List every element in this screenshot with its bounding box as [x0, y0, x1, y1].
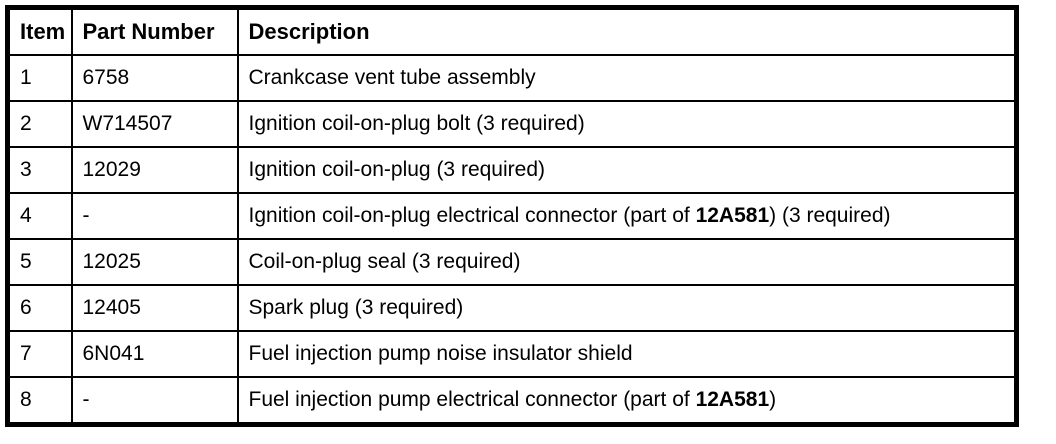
cell-part-number: -	[70, 192, 239, 240]
cell-description: Fuel injection pump electrical connector…	[236, 376, 1018, 426]
table-row: 4-Ignition coil-on-plug electrical conne…	[6, 192, 1018, 240]
cell-description: Coil-on-plug seal (3 required)	[236, 238, 1018, 286]
cell-part-number: 12029	[70, 146, 239, 194]
column-header-description: Description	[236, 6, 1018, 56]
cell-description: Fuel injection pump noise insulator shie…	[236, 330, 1018, 378]
cell-item: 1	[6, 54, 73, 102]
cell-item: 8	[6, 376, 73, 426]
cell-part-number: 12405	[70, 284, 239, 332]
column-header-item: Item	[6, 6, 73, 56]
table-row: 8-Fuel injection pump electrical connect…	[6, 376, 1018, 426]
column-header-part-number: Part Number	[70, 6, 239, 56]
cell-part-number: -	[70, 376, 239, 426]
cell-item: 3	[6, 146, 73, 194]
cell-item: 7	[6, 330, 73, 378]
cell-description: Crankcase vent tube assembly	[236, 54, 1018, 102]
cell-description: Ignition coil-on-plug electrical connect…	[236, 192, 1018, 240]
cell-description: Ignition coil-on-plug (3 required)	[236, 146, 1018, 194]
cell-part-number: W714507	[70, 100, 239, 148]
cell-item: 2	[6, 100, 73, 148]
cell-description: Spark plug (3 required)	[236, 284, 1018, 332]
cell-description: Ignition coil-on-plug bolt (3 required)	[236, 100, 1018, 148]
table-header-row: Item Part Number Description	[6, 6, 1018, 56]
cell-part-number: 6N041	[70, 330, 239, 378]
cell-part-number: 12025	[70, 238, 239, 286]
cell-item: 4	[6, 192, 73, 240]
cell-item: 6	[6, 284, 73, 332]
cell-part-number: 6758	[70, 54, 239, 102]
cell-item: 5	[6, 238, 73, 286]
